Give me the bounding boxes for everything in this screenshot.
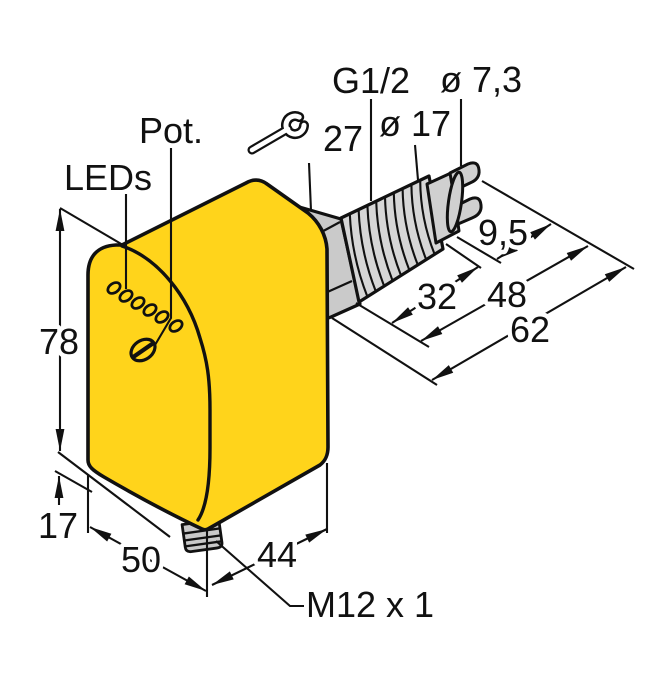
led-indicator: [142, 303, 158, 317]
shaft-end-cap: [445, 170, 465, 234]
dim-probe-length: [431, 266, 627, 381]
label-potentiometer: Pot.: [139, 110, 203, 151]
led-indicator: [106, 281, 122, 295]
leader-potentiometer: [154, 148, 173, 346]
leader-wrench-size: [307, 162, 313, 212]
label-shaft-diameter: ø 17: [379, 103, 451, 144]
label-process-thread: G1/2: [332, 60, 410, 101]
housing-front-edge-contour: [120, 244, 212, 522]
dim-housing-width: [89, 526, 207, 592]
label-connector-thread: M12 x 1: [306, 584, 434, 625]
leader-shaft-diameter: [413, 144, 420, 181]
extension-lines: [54, 180, 635, 597]
sensor-housing: [86, 178, 330, 532]
label-wrench-size: 27: [323, 118, 363, 159]
potentiometer: [129, 337, 157, 363]
dim-housing-depth: [211, 528, 328, 586]
leader-connector: [215, 540, 304, 608]
wrench-icon: [247, 111, 309, 155]
led-indicator: [118, 289, 134, 303]
label-tip-diameter: ø 7,3: [440, 59, 522, 100]
thread-crests: [348, 179, 436, 298]
dim-text-housing-width: 50: [121, 539, 161, 580]
potentiometer-slot: [131, 341, 155, 359]
dim-text-thread-length: 32: [417, 276, 457, 317]
dim-text-probe-length: 62: [510, 309, 550, 350]
led-indicator: [154, 310, 170, 324]
led-indicator: [168, 319, 184, 333]
dim-text-shaft-length: 48: [487, 274, 527, 315]
dimension-lines: [54, 209, 627, 592]
led-row: [106, 281, 184, 333]
label-leds: LEDs: [64, 157, 152, 198]
dim-text-tip-length: 9,5: [478, 212, 528, 253]
dim-text-base-depth: 17: [38, 505, 78, 546]
dim-text-housing-depth: 44: [257, 534, 297, 575]
led-indicator: [130, 296, 146, 310]
dim-text-housing-height: 78: [39, 321, 79, 362]
leader-lines: [124, 99, 463, 608]
